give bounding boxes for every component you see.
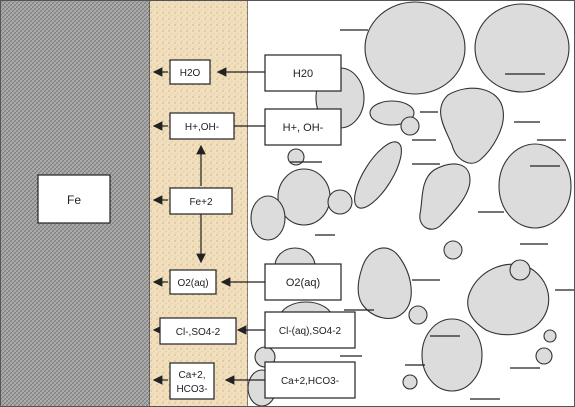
aggregate <box>419 163 471 230</box>
aggregate <box>467 263 550 336</box>
film-label-o2: O2(aq) <box>177 278 208 289</box>
aggregate <box>327 189 353 215</box>
pore-label-h-oh: H+, OH- <box>283 122 324 134</box>
aggregate <box>287 148 305 166</box>
pore-label-cl-so4: Cl-(aq),SO4-2 <box>279 326 342 337</box>
aggregate <box>543 329 557 343</box>
pore-box-o2 <box>264 263 342 301</box>
film-label-h-oh: H+,OH- <box>185 122 219 133</box>
aggregate <box>402 374 418 390</box>
aggregate <box>364 1 466 95</box>
aggregate <box>443 240 463 260</box>
aggregate <box>357 247 412 319</box>
film-box-fe2 <box>169 187 233 215</box>
film-label-h2o: H2O <box>180 68 201 79</box>
boxes <box>37 54 356 400</box>
iron-box <box>37 174 111 224</box>
film-box-cl-so4 <box>159 317 237 345</box>
pore-box-h2o <box>264 54 342 92</box>
aggregate <box>400 116 420 136</box>
pore-box-h-oh <box>264 108 342 146</box>
pore-label-ca-hco3: Ca+2,HCO3- <box>281 376 339 387</box>
aggregate <box>535 347 553 365</box>
pore-box-cl-so4 <box>264 311 356 349</box>
film-label-fe2: Fe+2 <box>189 197 213 208</box>
film-box-h-oh <box>169 112 235 140</box>
aggregate <box>509 259 531 281</box>
aggregate <box>498 143 572 229</box>
pore-label-h2o: H20 <box>293 68 313 80</box>
aggregate <box>474 3 570 93</box>
pore-box-ca <box>264 361 356 399</box>
aggregate <box>408 305 428 325</box>
film-box-ca <box>169 362 215 400</box>
pore-label-o2: O2(aq) <box>286 277 320 289</box>
aggregate <box>421 318 483 392</box>
film-label-cl-so4: Cl-,SO4-2 <box>176 327 221 338</box>
film-box-h2o <box>169 59 211 85</box>
aggregate <box>250 195 286 241</box>
film-label-ca: Ca+2, <box>179 370 206 381</box>
aggregate <box>440 87 504 164</box>
aggregate <box>354 141 402 209</box>
aggregate <box>277 168 331 226</box>
iron-label: Fe <box>67 193 81 207</box>
film-label-hco3: HCO3- <box>176 384 207 395</box>
aggregate <box>369 100 415 126</box>
film-box-o2 <box>169 269 217 295</box>
pore-lines <box>290 29 575 400</box>
